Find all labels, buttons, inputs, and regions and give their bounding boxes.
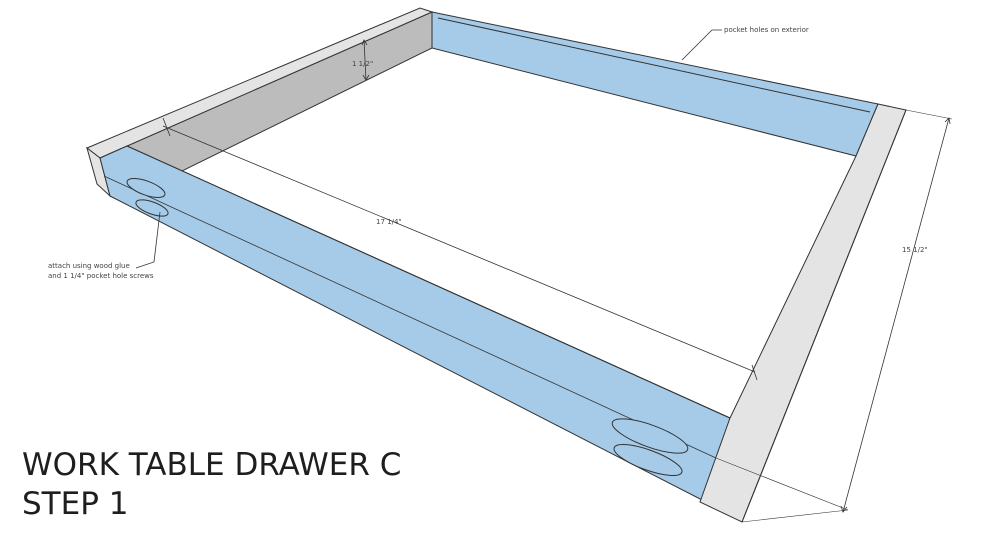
- inner-length-dimension: 17 1/4": [162, 117, 758, 381]
- attach-note-line2: and 1 1/4" pocket hole screws: [48, 272, 154, 280]
- right-end-board: [699, 103, 907, 523]
- pocket-hole-right-2: [613, 444, 683, 476]
- pocket-holes-note: pocket holes on exterior: [681, 26, 809, 61]
- height-dimension-label: 1 1/2": [352, 60, 373, 68]
- step-title: WORK TABLE DRAWER C STEP 1: [22, 446, 401, 524]
- pocket-holes-note-text: pocket holes on exterior: [724, 26, 809, 34]
- outer-width-dimension: 15 1/2": [741, 109, 953, 523]
- pocket-hole-left-1: [126, 178, 166, 198]
- title-line-1: WORK TABLE DRAWER C: [22, 447, 402, 483]
- title-line-2: STEP 1: [22, 486, 129, 522]
- attach-note: attach using wood glue and 1 1/4" pocket…: [48, 211, 161, 280]
- right-end-board-edge: [741, 109, 907, 523]
- left-end-top: [86, 7, 434, 159]
- attach-note-line1: attach using wood glue: [48, 262, 130, 270]
- inner-length-dimension-label: 17 1/4": [376, 218, 402, 226]
- outer-width-dimension-label: 15 1/2": [902, 246, 928, 254]
- height-dimension: 1 1/2": [352, 39, 373, 81]
- back-right-board-edge: [437, 17, 871, 113]
- front-board-edge: [126, 145, 731, 419]
- back-right-board: [431, 11, 879, 157]
- back-board-face: [125, 11, 433, 173]
- front-extension-line: [715, 457, 849, 511]
- pocket-hole-right-1: [611, 418, 689, 454]
- front-board-groove: [103, 175, 717, 459]
